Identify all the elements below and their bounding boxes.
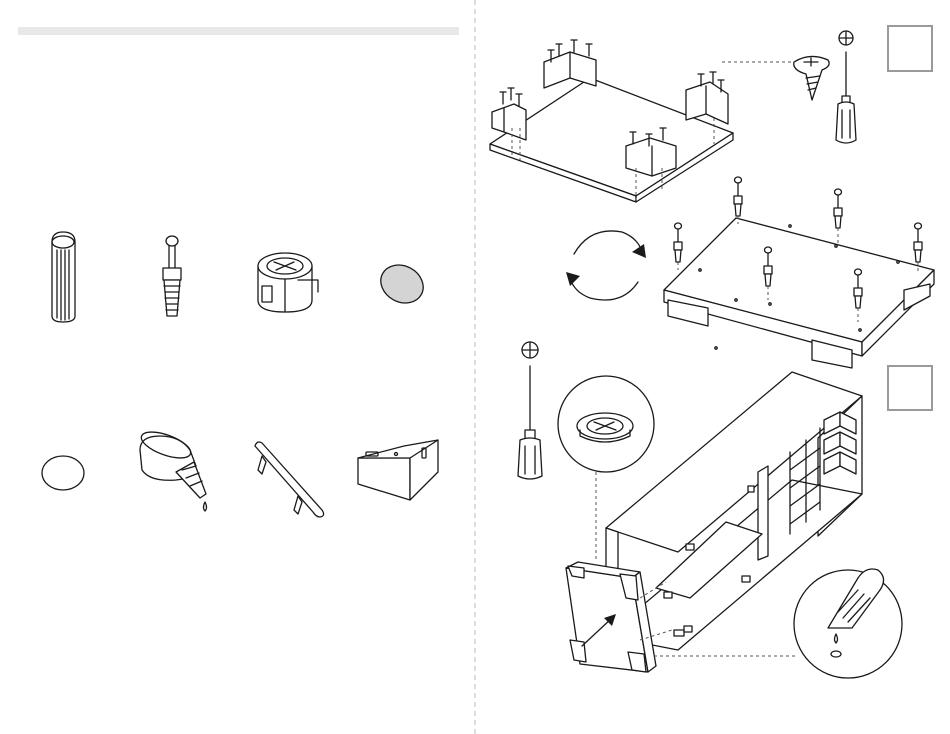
glue-bottle-icon [138,427,206,511]
ring-icon [42,456,84,490]
cam-bolt-b [834,189,842,244]
screw-icon [794,56,829,100]
step-box-2 [888,366,932,410]
bracket-right [686,82,728,124]
felt-pad-icon [374,258,430,310]
drawer-slides [824,412,856,474]
corner-bracket-icon [358,440,438,500]
glue-magnifier-icon [794,569,902,678]
base-board-flipped [664,177,934,368]
cam-bolt-c [674,223,682,270]
cam-bolt-a [734,177,742,224]
bar-handle-icon [255,442,324,517]
screwdriver-icon [836,52,856,143]
base-board-top [490,40,798,202]
header-bar [18,27,459,35]
phillips-symbol-icon-2 [522,342,538,358]
screwdriver-icon-2 [518,366,542,479]
rotate-arrows-icon [566,231,646,300]
step-box-1 [888,26,932,71]
bracket-back-left [544,52,596,88]
wooden-dowel-icon [52,232,75,322]
phillips-symbol-icon [839,31,853,45]
hardware-list [42,232,438,517]
cam-bolt-icon [163,236,181,316]
cam-lock-icon [258,253,318,312]
